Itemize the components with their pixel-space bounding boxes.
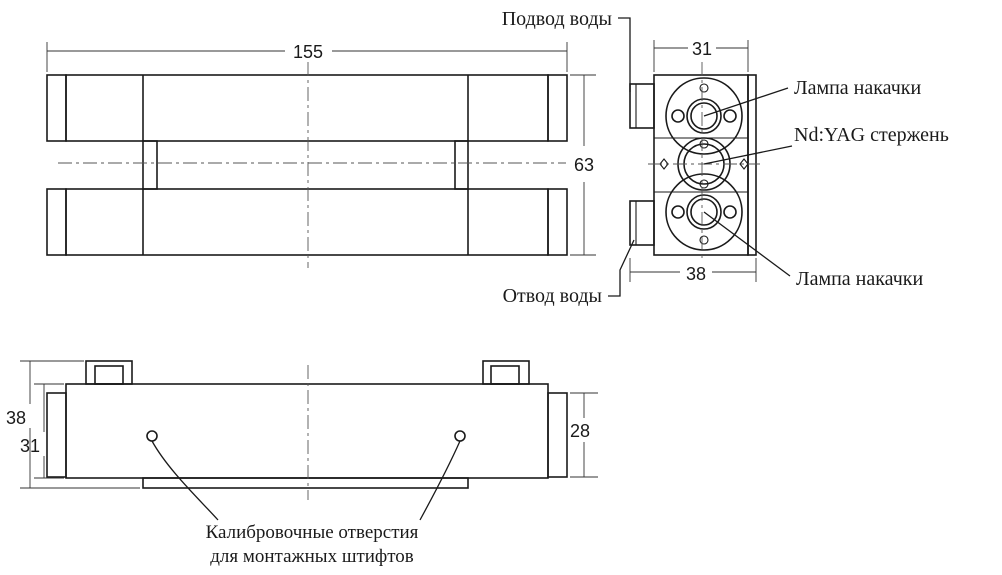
- label-calibration-line1: Калибровочные отверстия: [206, 522, 419, 543]
- top-view: 155 63: [46, 42, 596, 268]
- dim-side-height-31: 31: [20, 436, 40, 456]
- label-water-in: Подвод воды: [502, 8, 612, 30]
- dim-width-38: 38: [686, 264, 706, 284]
- dim-side-height-38: 38: [6, 408, 26, 428]
- dim-width-31: 31: [692, 39, 712, 59]
- label-pump-lamp-top: Лампа накачки: [794, 77, 922, 99]
- label-calibration-line2: для монтажных штифтов: [210, 546, 414, 567]
- side-view: 38 31 28: [6, 360, 598, 521]
- label-nd-yag-rod: Nd:YAG стержень: [794, 124, 949, 146]
- dim-height-63: 63: [574, 155, 594, 175]
- label-pump-lamp-bottom: Лампа накачки: [796, 268, 924, 290]
- dim-side-height-28: 28: [570, 421, 590, 441]
- end-view: 31: [608, 17, 793, 297]
- label-water-out: Отвод воды: [503, 285, 602, 307]
- dim-length-155: 155: [293, 42, 323, 62]
